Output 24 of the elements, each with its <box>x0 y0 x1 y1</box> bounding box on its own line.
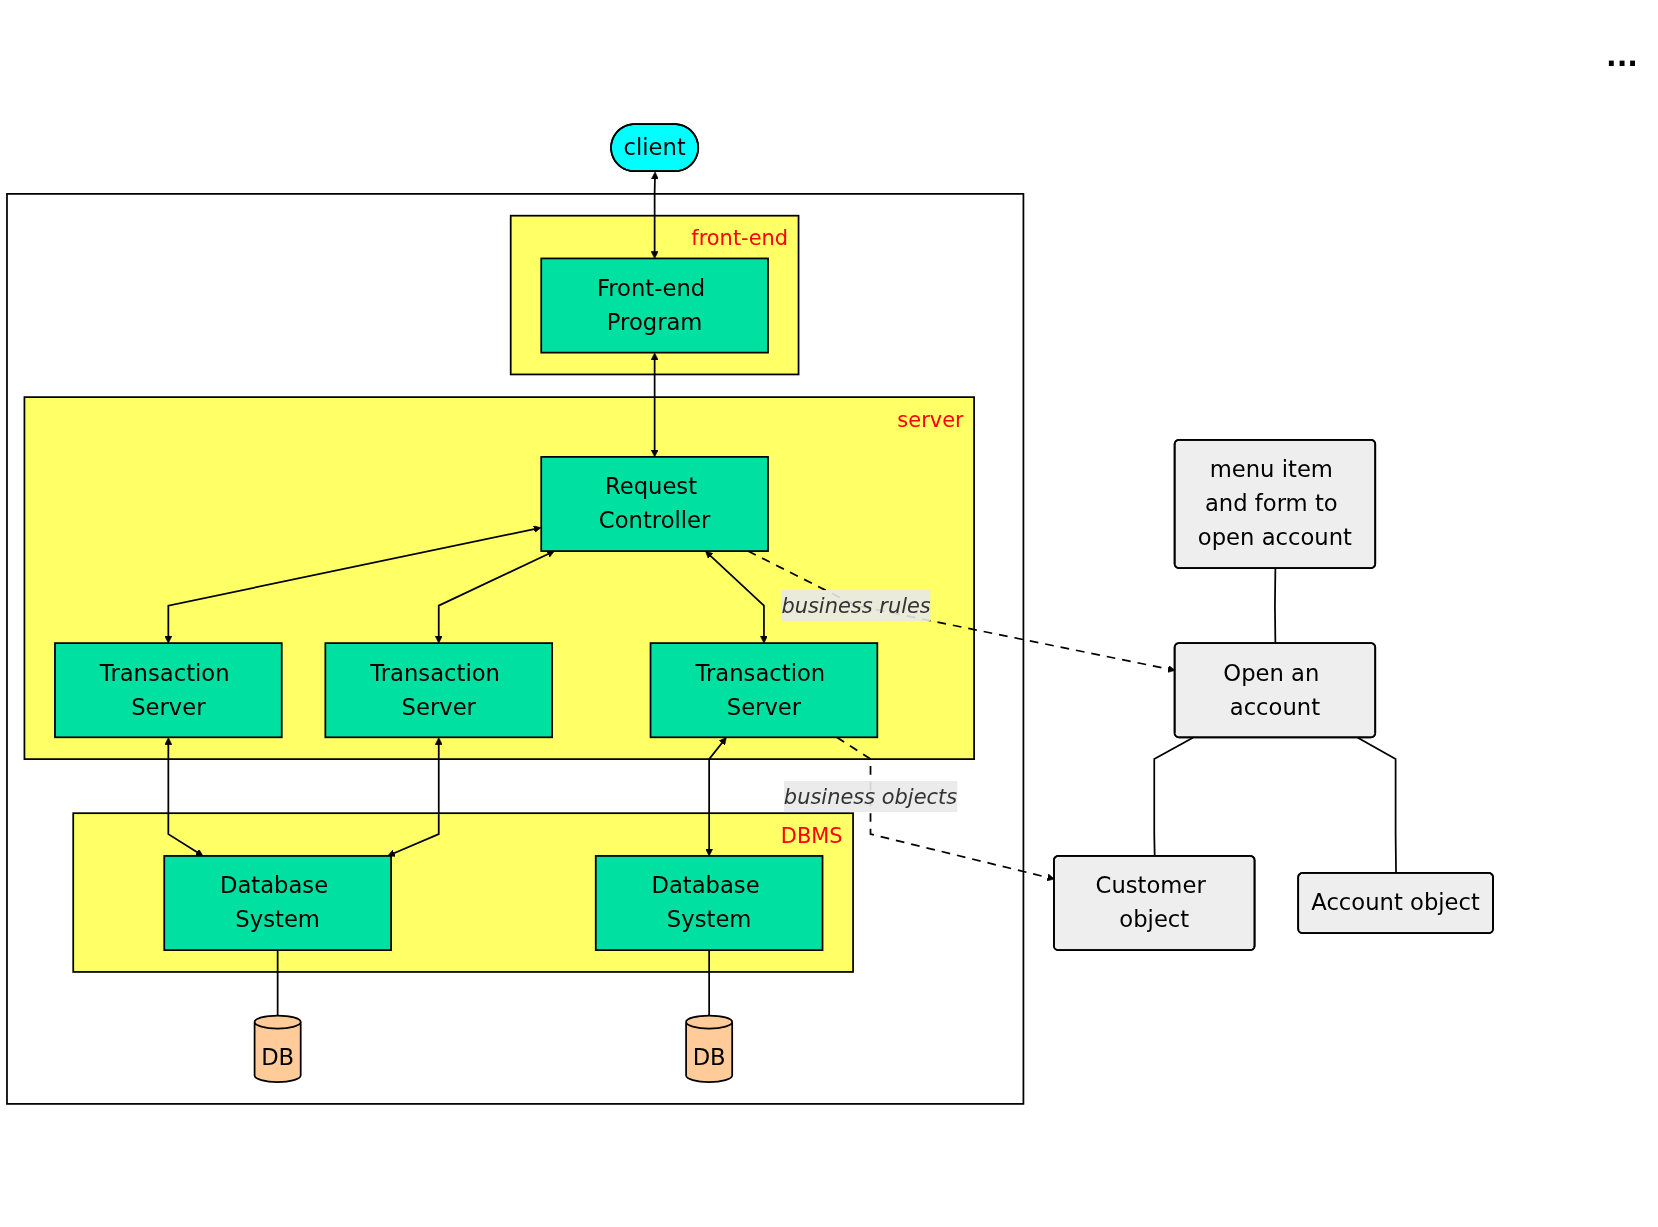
connector <box>708 948 710 1016</box>
connector <box>276 948 279 1016</box>
arrow <box>164 736 204 856</box>
arrow <box>164 524 542 643</box>
edge-label: business objects <box>783 783 958 809</box>
connector <box>1274 567 1277 644</box>
arrow <box>705 736 727 856</box>
node-box: Transaction Server <box>54 641 283 738</box>
arrow <box>705 550 768 643</box>
connector <box>1357 736 1397 874</box>
ellipsis-text: ... <box>1606 40 1638 73</box>
node-box: Front-end Program <box>540 257 769 353</box>
arrow <box>650 171 659 259</box>
edge-label: business rules <box>781 592 931 618</box>
node-box: Request Controller <box>540 455 769 552</box>
arrow <box>434 550 555 643</box>
cluster <box>6 192 1025 1105</box>
arrow <box>650 352 659 457</box>
node-box: Database System <box>594 854 824 951</box>
connector <box>1153 736 1194 857</box>
node-box: Transaction Server <box>324 641 553 738</box>
node-box: Transaction Server <box>649 641 879 738</box>
arrow <box>387 736 443 857</box>
node-box: Database System <box>163 854 392 951</box>
